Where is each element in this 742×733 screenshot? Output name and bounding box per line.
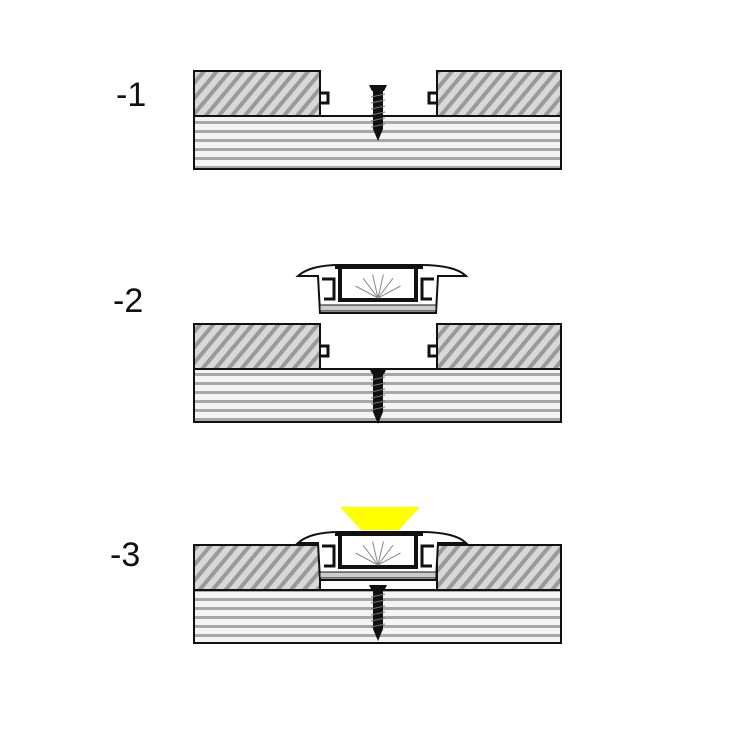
- screw-thread: [370, 376, 386, 381]
- screw-thread: [370, 611, 386, 616]
- profile-base: [319, 571, 437, 579]
- light-ray: [372, 274, 379, 299]
- light-ray: [377, 541, 384, 566]
- step-2-assembly: [193, 264, 562, 424]
- screw-thread: [370, 388, 386, 393]
- screw-thread: [370, 623, 386, 628]
- clip-left: [320, 91, 330, 105]
- screw-thread: [370, 406, 386, 411]
- screw-thread: [370, 93, 386, 98]
- step-3-label: -3: [110, 536, 141, 574]
- clip-left: [320, 344, 330, 358]
- light-ray: [377, 278, 394, 299]
- step-3-assembly: [193, 507, 562, 644]
- screw-thread: [370, 593, 386, 598]
- light-ray: [377, 285, 401, 299]
- screw-thread: [370, 105, 386, 110]
- screw-thread: [370, 99, 386, 104]
- clip-right: [427, 344, 437, 358]
- light-ray: [372, 541, 379, 566]
- led-profile: [295, 264, 469, 314]
- step-1-label: -1: [116, 76, 147, 114]
- wood-panel-left: [193, 544, 321, 591]
- step-2-label: -2: [113, 282, 144, 320]
- wood-panel-right: [436, 544, 562, 591]
- light-ray: [355, 552, 379, 566]
- step-1-assembly: [193, 70, 562, 170]
- screw-thread: [370, 123, 386, 128]
- led-strip: [352, 298, 404, 301]
- light-ray: [362, 278, 379, 299]
- screw-thread: [370, 394, 386, 399]
- light-ray: [377, 552, 401, 566]
- screw-thread: [370, 599, 386, 604]
- screw-thread: [370, 605, 386, 610]
- wood-panel-left: [193, 70, 321, 117]
- profile-legs: [322, 277, 434, 301]
- light-ray: [377, 545, 394, 566]
- screw-thread: [370, 400, 386, 405]
- wood-panel-right: [436, 323, 562, 370]
- wood-panel-right: [436, 70, 562, 117]
- wood-panel-left: [193, 323, 321, 370]
- light-ray: [377, 274, 384, 299]
- led-strip: [352, 565, 404, 568]
- screw-thread: [370, 117, 386, 122]
- profile-legs: [322, 544, 434, 568]
- light-beam: [340, 507, 420, 530]
- screw-thread: [370, 382, 386, 387]
- screw-thread: [370, 617, 386, 622]
- clip-right: [427, 91, 437, 105]
- screw-thread: [370, 111, 386, 116]
- light-ray: [362, 545, 379, 566]
- led-profile: [295, 531, 469, 581]
- profile-base: [319, 304, 437, 312]
- light-ray: [355, 285, 379, 299]
